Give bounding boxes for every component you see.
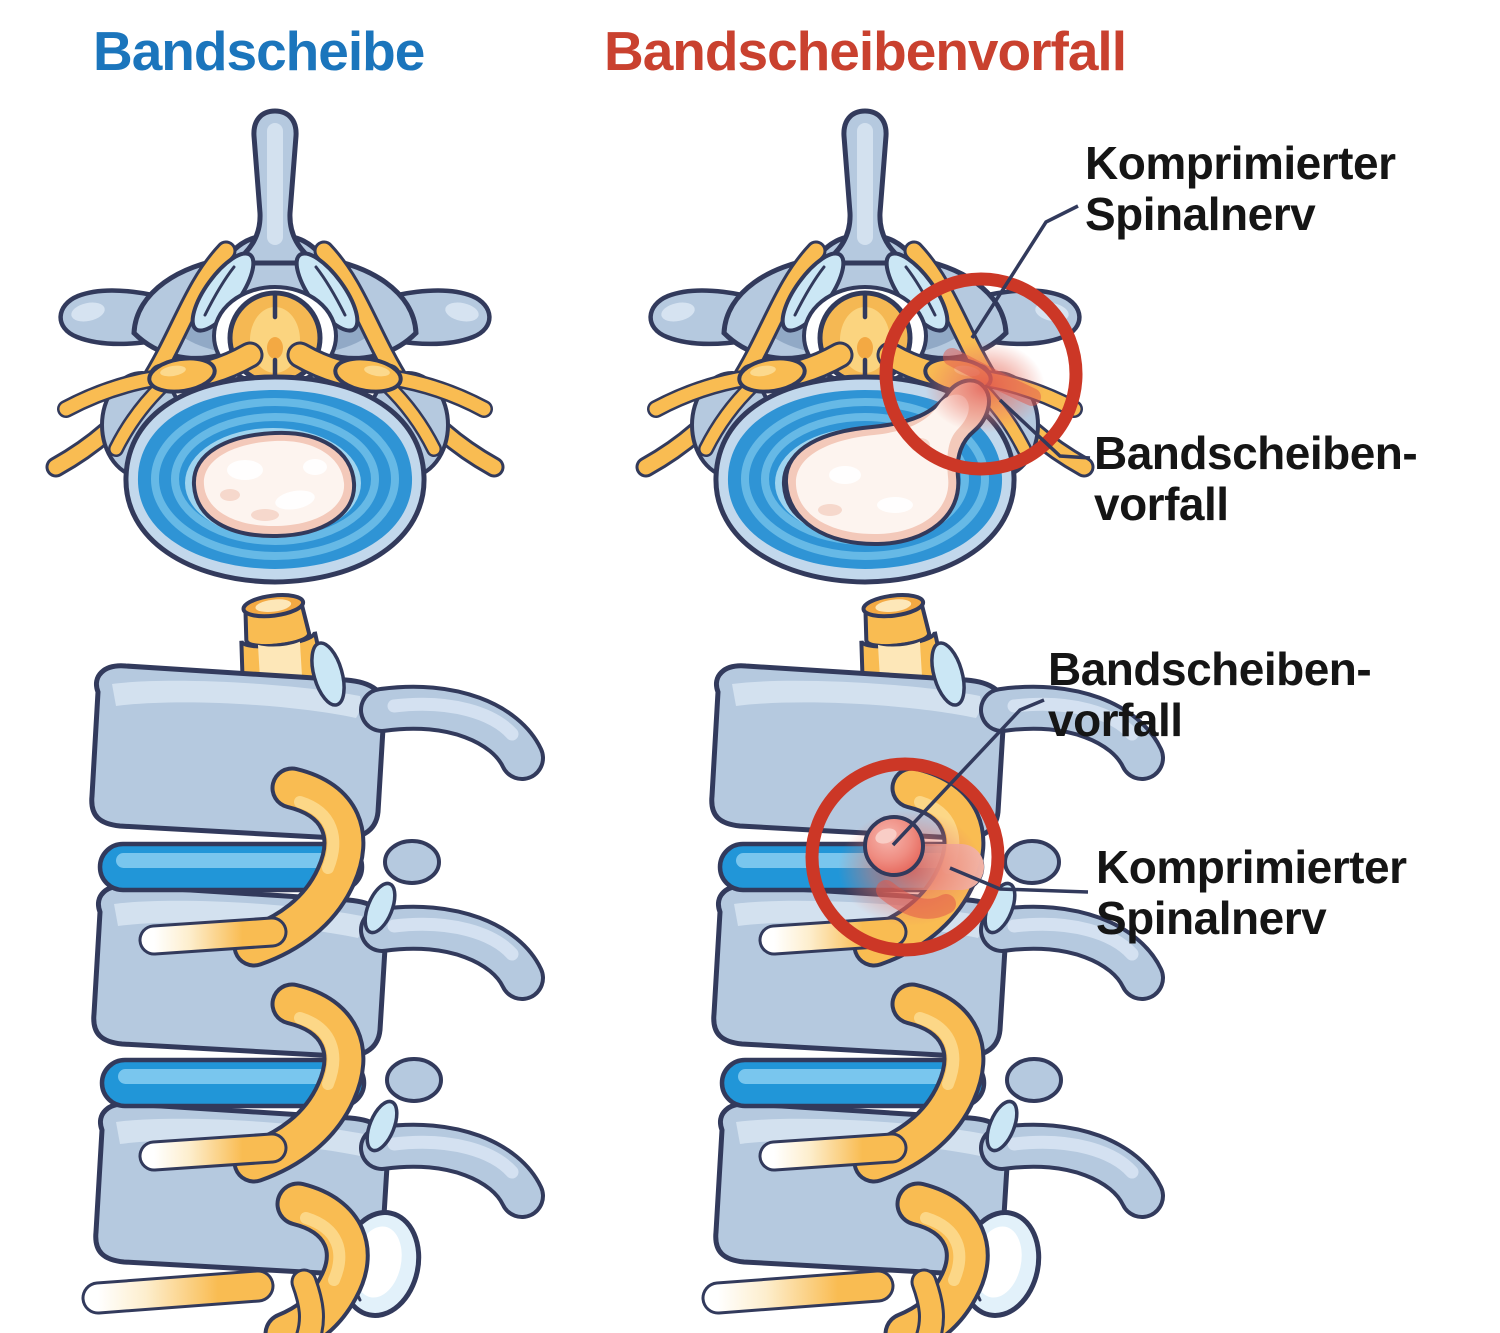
figure-healthy-disc-axial — [56, 111, 494, 582]
leader-axial-nerve — [970, 204, 1079, 339]
title-healthy-disc: Bandscheibe — [93, 20, 425, 82]
label-compressed-spinal-nerve-lateral: Komprimierter Spinalnerv — [1096, 841, 1407, 944]
label-line: Spinalnerv — [1085, 187, 1316, 240]
label-line: Spinalnerv — [1096, 891, 1327, 944]
label-line: Bandscheiben- — [1094, 427, 1418, 479]
label-compressed-spinal-nerve-axial: Komprimierter Spinalnerv — [1085, 137, 1396, 240]
figure-herniated-disc-axial — [646, 111, 1084, 582]
label-line: vorfall — [1094, 477, 1229, 530]
label-line: Komprimierter — [1096, 841, 1407, 893]
hernia-overlay-axial — [783, 272, 1083, 547]
label-disc-herniation-lateral: Bandscheiben- vorfall — [1048, 643, 1372, 746]
leader-axial-hernia — [998, 398, 1091, 460]
title-herniated-disc: Bandscheibenvorfall — [604, 20, 1127, 82]
leader-lines — [891, 204, 1091, 894]
label-line: Komprimierter — [1085, 137, 1396, 189]
leader-lateral-hernia — [891, 698, 1045, 847]
label-line: vorfall — [1048, 693, 1183, 746]
hernia-highlight-circle — [805, 757, 1005, 957]
figure-healthy-spine-lateral — [92, 590, 522, 1333]
label-disc-herniation-axial: Bandscheiben- vorfall — [1094, 427, 1418, 530]
label-line: Bandscheiben- — [1048, 643, 1372, 695]
hernia-bulge — [863, 815, 925, 877]
hernia-overlay-lateral — [805, 757, 1005, 957]
hernia-highlight-circle — [879, 272, 1083, 476]
figure-herniated-spine-lateral — [712, 590, 1142, 1333]
leader-lateral-nerve — [949, 866, 1089, 894]
